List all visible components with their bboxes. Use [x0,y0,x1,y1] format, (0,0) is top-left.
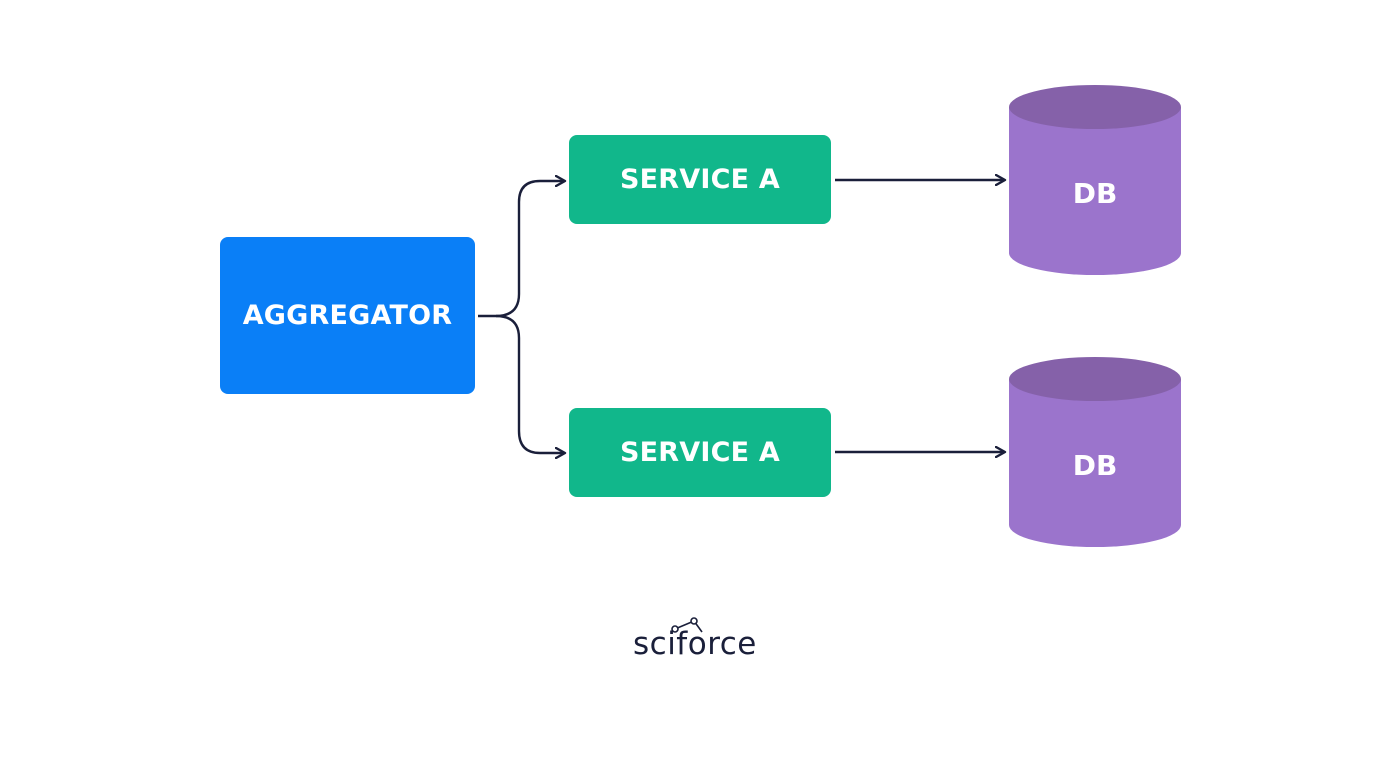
branch-bottom-arrow [495,314,565,453]
database-cylinder-icon [1009,85,1181,275]
service-node-top: SERVICE A [569,135,831,224]
aggregator-node: AGGREGATOR [220,237,475,394]
logo-text: sciforce [633,626,757,662]
service-label-top: SERVICE A [620,164,780,195]
service-node-bottom: SERVICE A [569,408,831,497]
database-bottom: DB [1009,357,1181,547]
database-label-bottom: DB [1072,449,1118,482]
branch-top-arrow [495,181,565,318]
sciforce-logo: sciforce [600,612,800,672]
service-label-bottom: SERVICE A [620,437,780,468]
database-top: DB [1009,85,1181,275]
database-cylinder-icon [1009,357,1181,547]
logo-nodes-icon [671,617,703,633]
aggregator-label: AGGREGATOR [242,300,453,331]
database-label-top: DB [1072,177,1118,210]
